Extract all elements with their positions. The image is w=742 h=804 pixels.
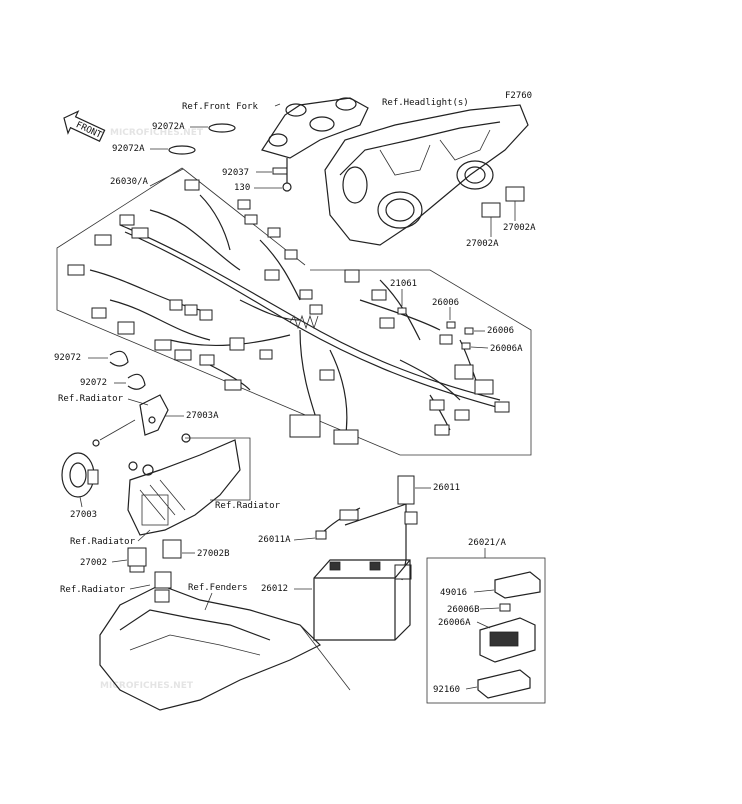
horn-bracket [139, 394, 169, 436]
callout-49016: 49016 [440, 588, 467, 598]
part-26006B [499, 603, 511, 612]
upper-triple-clamp [261, 97, 369, 159]
rear-fender [99, 571, 322, 711]
band-92072 [109, 350, 146, 390]
callout-ref-headlights: Ref.Headlight(s) [382, 98, 469, 108]
callout-130: 130 [234, 183, 250, 193]
relay-27002 [127, 547, 147, 573]
callout-27003: 27003 [70, 510, 97, 520]
part-26006A [461, 342, 471, 350]
battery-cable-26011A [315, 507, 361, 540]
callout-92037: 92037 [222, 168, 249, 178]
callout-21061: 21061 [390, 279, 417, 289]
callout-26011A: 26011A [258, 535, 291, 545]
callout-ref-fenders: Ref.Fenders [188, 583, 248, 593]
part-92037 [272, 167, 288, 175]
battery-26012 [313, 559, 411, 641]
callout-27003A: 27003A [186, 411, 219, 421]
callout-ref-radiator-1: Ref.Radiator [58, 394, 124, 404]
callout-26021A: 26021/A [468, 538, 507, 548]
callout-26006-1: 26006 [432, 298, 459, 308]
ecu-unit [479, 617, 536, 663]
main-harness-frame [56, 167, 532, 456]
cover-92160 [477, 669, 531, 699]
front-arrow-icon: FRONT [63, 110, 106, 142]
callout-ref-radiator-4: Ref.Radiator [60, 585, 126, 595]
callout-26006B: 26006B [447, 605, 480, 615]
ecu-group-frame [426, 557, 546, 704]
ecu-cover-49016 [494, 571, 541, 599]
horn-27003 [61, 452, 99, 498]
callout-26006A-2: 26006A [438, 618, 471, 628]
part-26006-2 [464, 327, 474, 335]
callout-26030A: 26030/A [110, 177, 149, 187]
watermark-bottom: MICROFICHES.NET [100, 681, 194, 691]
callout-ref-front-fork: Ref.Front Fork [182, 102, 258, 112]
harness-connectors [67, 179, 510, 445]
callout-92160: 92160 [433, 685, 460, 695]
clamp-92072A [168, 123, 236, 155]
callout-92072-2: 92072 [80, 378, 107, 388]
callout-ref-radiator-3: Ref.Radiator [70, 537, 136, 547]
callout-92072A-2: 92072A [112, 144, 145, 154]
callout-ref-radiator-2: Ref.Radiator [215, 501, 281, 511]
radiator-shroud [127, 433, 241, 536]
callout-27002: 27002 [80, 558, 107, 568]
callout-92072-1: 92072 [54, 353, 81, 363]
headlight-assembly [324, 104, 529, 246]
battery-cable-26011 [344, 475, 418, 581]
connector-27002A-upper [505, 186, 525, 202]
watermark-top: MICROFICHES.NET [110, 128, 204, 138]
callout-27002A-1: 27002A [503, 223, 536, 233]
part-26006-1 [446, 321, 456, 329]
callout-26006A-1: 26006A [490, 344, 523, 354]
diagram-code: F2760 [505, 91, 532, 101]
relay-27002B [162, 539, 182, 559]
callout-92072A-1: 92072A [152, 122, 185, 132]
callout-27002B: 27002B [197, 549, 230, 559]
part-21061 [397, 307, 407, 315]
bolt-horn [92, 439, 100, 447]
bolt-130 [282, 158, 292, 192]
callout-26006-2: 26006 [487, 326, 514, 336]
connector-27002A-lower [481, 202, 501, 218]
callout-27002A-2: 27002A [466, 239, 499, 249]
callout-26011: 26011 [433, 483, 460, 493]
callout-26012: 26012 [261, 584, 288, 594]
